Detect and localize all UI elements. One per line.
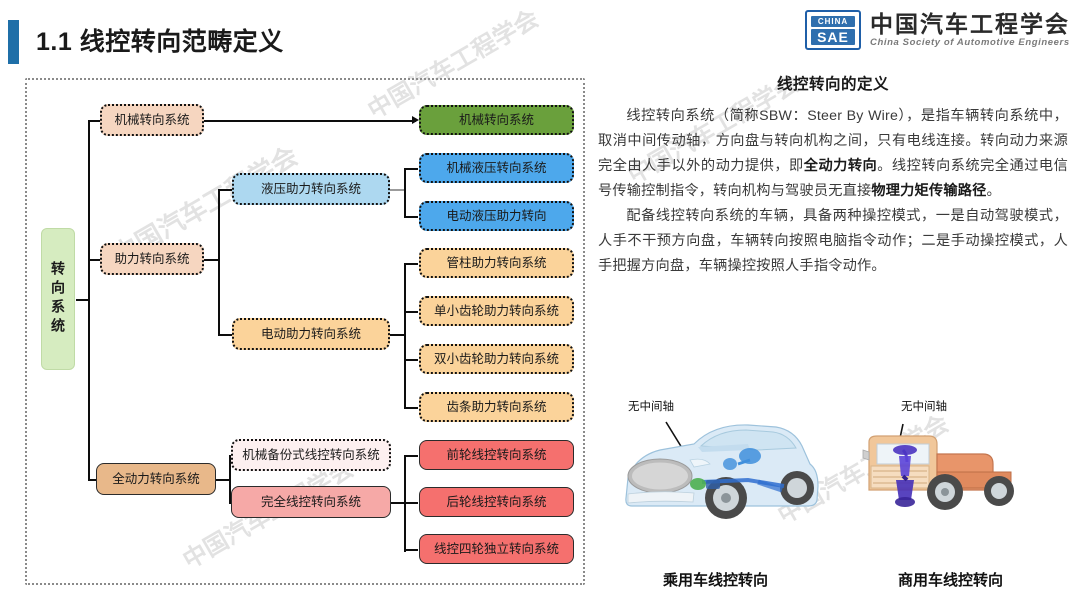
connector: [404, 216, 418, 218]
para1-part-c: 。线控转向系统完全通过电信号传输控制指令，转向机构与驾驶员无直接: [598, 158, 1068, 199]
org-logo: CHINA SAE 中国汽车工程学会 China Society of Auto…: [805, 8, 1070, 52]
connector: [404, 168, 418, 170]
connector: [88, 120, 102, 122]
node-single-pinion-eps[interactable]: 单小齿轮助力转向系统: [419, 296, 574, 326]
figure-passenger-car: 无中间轴: [598, 392, 833, 592]
arrow-head-icon: [412, 116, 419, 124]
definition-panel: 线控转向的定义 线控转向系统（简称SBW：Steer By Wire），是指车辆…: [598, 72, 1068, 279]
slide-header: 1.1 线控转向范畴定义: [0, 14, 1080, 64]
node-rear-wheel-sbw[interactable]: 后轮线控转向系统: [419, 487, 574, 517]
node-full-sbw[interactable]: 完全线控转向系统: [231, 486, 391, 518]
connector: [229, 455, 231, 503]
node-column-eps[interactable]: 管柱助力转向系统: [419, 248, 574, 278]
para1-part-a: 线控转向系统（简称SBW：Steer By Wire），是指车辆转向系统中，取消…: [598, 108, 1068, 174]
connector: [76, 299, 90, 301]
page-title: 1.1 线控转向范畴定义: [36, 28, 284, 56]
connector: [404, 549, 418, 551]
connector: [88, 479, 102, 481]
node-four-wheel-independent-sbw[interactable]: 线控四轮独立转向系统: [419, 534, 574, 564]
truck-caption: 商用车线控转向: [897, 572, 1003, 589]
para1-part-e: 。: [986, 183, 1001, 199]
connector: [218, 334, 232, 336]
node-electro-hydraulic-power-steering[interactable]: 电动液压助力转向: [419, 201, 574, 231]
figures-row: 无中间轴: [598, 392, 1068, 592]
diagram-container: [25, 78, 585, 585]
connector: [215, 479, 231, 481]
node-electric-power-steering[interactable]: 电动助力转向系统: [232, 318, 390, 350]
panel-title: 线控转向的定义: [776, 76, 889, 93]
logo-mark-top-text: CHINA: [811, 15, 855, 27]
truck-annotation: 无中间轴: [901, 401, 947, 413]
connector: [404, 455, 418, 457]
sae-logo-mark: CHINA SAE: [805, 10, 861, 50]
node-rack-eps[interactable]: 齿条助力转向系统: [419, 392, 574, 422]
node-mechanical-steering-leaf[interactable]: 机械转向系统: [419, 105, 574, 135]
para1-bold-full-power: 全动力转向: [803, 158, 878, 174]
node-mechanical-steering-system[interactable]: 机械转向系统: [100, 104, 204, 136]
figure-commercial-truck: 无中间轴: [833, 392, 1068, 592]
node-hydraulic-power-steering[interactable]: 液压助力转向系统: [232, 173, 390, 205]
node-mechanical-hydraulic-steering[interactable]: 机械液压转向系统: [419, 153, 574, 183]
node-power-steering-system[interactable]: 助力转向系统: [100, 243, 204, 275]
connector: [404, 263, 418, 265]
para1-bold-torque-path: 物理力矩传输路径: [871, 183, 987, 199]
passenger-car-annotation: 无中间轴: [628, 401, 674, 413]
connector: [390, 334, 406, 336]
logo-mark-bottom-text: SAE: [811, 28, 855, 45]
node-front-wheel-sbw[interactable]: 前轮线控转向系统: [419, 440, 574, 470]
definition-paragraph-1: 线控转向系统（简称SBW：Steer By Wire），是指车辆转向系统中，取消…: [598, 104, 1068, 204]
connector: [404, 263, 406, 408]
commercial-truck-illustration: [862, 423, 1014, 510]
connector: [404, 359, 418, 361]
definition-paragraph-2: 配备线控转向系统的车辆，具备两种操控模式，一是自动驾驶模式，人手不干预方向盘，车…: [598, 208, 1068, 274]
passenger-car-caption: 乘用车线控转向: [662, 572, 768, 589]
connector: [203, 259, 219, 261]
connector: [218, 189, 220, 335]
node-dual-pinion-eps[interactable]: 双小齿轮助力转向系统: [419, 344, 574, 374]
node-full-power-steering-system[interactable]: 全动力转向系统: [96, 463, 216, 495]
connector: [390, 502, 406, 504]
logo-wordmark: 中国汽车工程学会 China Society of Automotive Eng…: [870, 10, 1070, 49]
connector: [404, 407, 418, 409]
connector: [88, 259, 102, 261]
logo-name-en: China Society of Automotive Engineers: [870, 36, 1070, 48]
connector: [218, 189, 232, 191]
node-root-steering-system[interactable]: 转向系统: [41, 228, 75, 370]
title-accent-bar: [8, 20, 19, 64]
node-mechanical-backup-sbw[interactable]: 机械备份式线控转向系统: [231, 439, 391, 471]
passenger-car-illustration: [625, 421, 819, 519]
connector: [203, 120, 416, 122]
connector: [404, 311, 418, 313]
connector: [404, 168, 406, 218]
connector: [390, 189, 406, 191]
logo-name-cn: 中国汽车工程学会: [870, 10, 1070, 37]
connector: [404, 502, 418, 504]
